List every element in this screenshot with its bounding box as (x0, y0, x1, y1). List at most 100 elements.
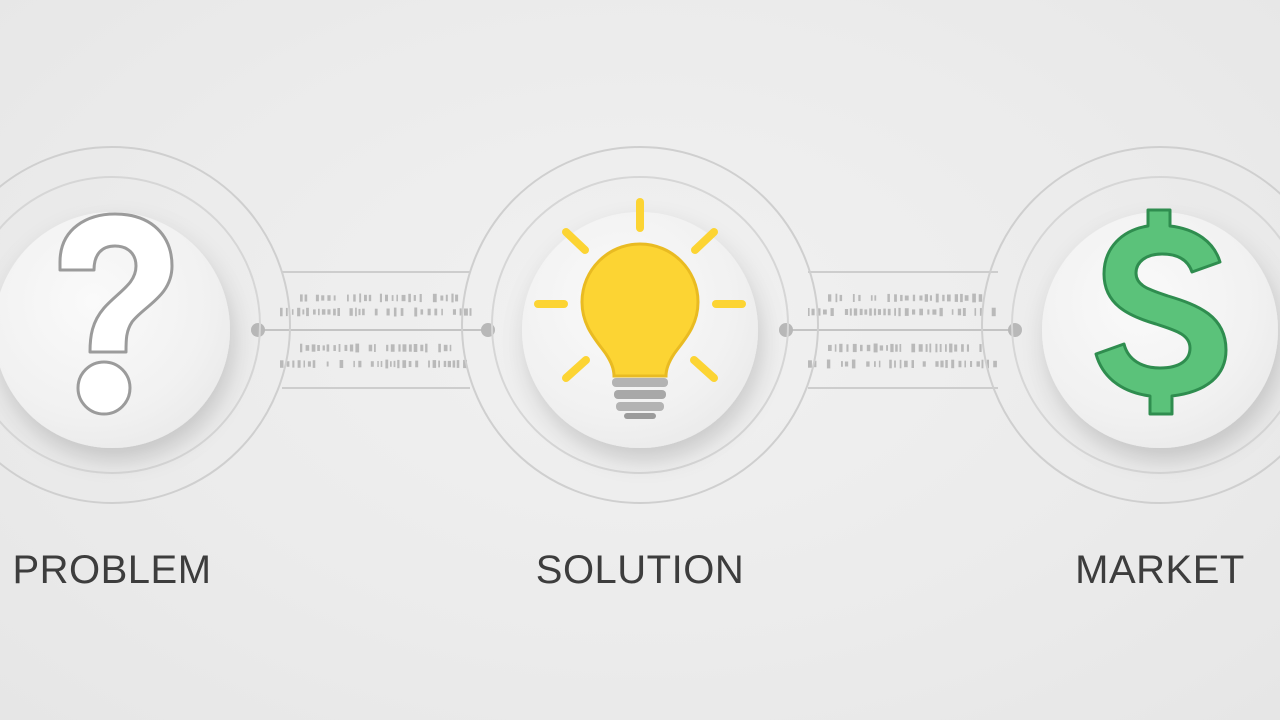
dash-mark (919, 308, 923, 316)
dash-mark (949, 343, 953, 353)
dash-mark (935, 343, 938, 353)
dash-mark (370, 361, 374, 367)
dash-mark (445, 294, 448, 302)
dash-mark (940, 360, 944, 368)
dash-mark (358, 308, 361, 316)
dash-mark (986, 359, 989, 369)
dash-mark (344, 344, 348, 351)
connector-node-dot (1008, 323, 1022, 337)
dash-mark (312, 360, 316, 368)
dash-mark (456, 360, 460, 368)
dash-mark (860, 344, 863, 352)
dash-mark (849, 308, 852, 316)
dash-mark (894, 308, 896, 316)
dash-mark (408, 293, 411, 303)
dash-mark (954, 344, 958, 352)
dash-mark (326, 361, 329, 367)
dash-mark (379, 293, 382, 303)
dash-mark (964, 295, 969, 301)
dash-mark (957, 308, 962, 316)
dash-mark (922, 361, 926, 367)
dash-mark (321, 295, 325, 301)
dash-mark (347, 294, 349, 302)
dash-mark (327, 309, 331, 315)
dash-mark (374, 344, 376, 352)
step-market (981, 146, 1280, 504)
dash-mark (380, 361, 383, 367)
dash-mark (402, 344, 407, 352)
dash-mark (947, 294, 951, 302)
dash-mark (390, 361, 392, 367)
dash-mark (311, 344, 316, 352)
dash-mark (374, 308, 378, 316)
dash-mark (393, 360, 396, 368)
dash-mark (408, 361, 412, 367)
dash-mark (976, 361, 980, 367)
dash-mark (333, 295, 336, 301)
dash-mark (927, 309, 930, 315)
dash-mark (904, 295, 909, 301)
dash-mark (441, 308, 443, 316)
dash-mark (851, 359, 856, 369)
dash-mark (318, 308, 320, 316)
dash-mark (300, 294, 303, 302)
dash-mark (874, 295, 877, 301)
dash-mark (315, 294, 319, 302)
connector-problem-solution (251, 271, 495, 389)
dash-mark (280, 360, 284, 368)
dash-mark (300, 343, 303, 353)
dash-mark (993, 360, 997, 368)
dash-mark (326, 344, 330, 352)
dash-mark (899, 344, 902, 352)
dash-mark (981, 359, 984, 369)
dash-mark (904, 360, 908, 368)
dash-mark (413, 295, 416, 301)
dash-mark (972, 293, 976, 303)
dash-mark (859, 308, 863, 316)
dash-mark (835, 293, 838, 303)
dash-mark (808, 360, 812, 368)
dash-mark (873, 343, 878, 353)
dash-mark (452, 360, 456, 368)
dash-mark (939, 307, 943, 317)
dollar-sign-icon (1094, 208, 1228, 416)
dash-mark (317, 345, 320, 351)
dash-mark (911, 360, 914, 368)
dash-mark (313, 309, 316, 315)
step-label-problem: PROBLEM (12, 548, 212, 592)
dash-mark (447, 360, 451, 368)
dash-mark (912, 294, 916, 302)
dash-mark (401, 294, 406, 302)
dash-mark (464, 308, 468, 316)
dash-mark (942, 294, 945, 302)
dash-mark (853, 308, 858, 316)
decorative-dash-pattern (280, 293, 472, 369)
dash-mark (390, 344, 395, 352)
dash-mark (889, 359, 892, 369)
dash-mark (864, 309, 868, 315)
dash-mark (291, 309, 294, 315)
dash-mark (408, 344, 412, 352)
question-mark-icon (58, 212, 174, 416)
dash-mark (438, 360, 440, 368)
dash-mark (385, 359, 389, 369)
dash-mark (918, 344, 923, 352)
dash-mark (929, 295, 932, 301)
dash-mark (935, 293, 939, 303)
decorative-dash-pattern (808, 293, 997, 369)
dash-mark (873, 308, 877, 316)
connector-node-dot (251, 323, 265, 337)
dash-mark (844, 361, 849, 367)
dash-mark (894, 294, 897, 302)
dash-mark (333, 345, 336, 351)
dash-mark (852, 343, 857, 353)
dash-mark (386, 344, 389, 352)
dash-mark (911, 343, 916, 353)
dash-mark (355, 343, 360, 353)
dash-mark (844, 309, 849, 315)
dash-mark (368, 344, 373, 352)
step-label-market: MARKET (1075, 548, 1245, 592)
dash-mark (393, 307, 397, 317)
